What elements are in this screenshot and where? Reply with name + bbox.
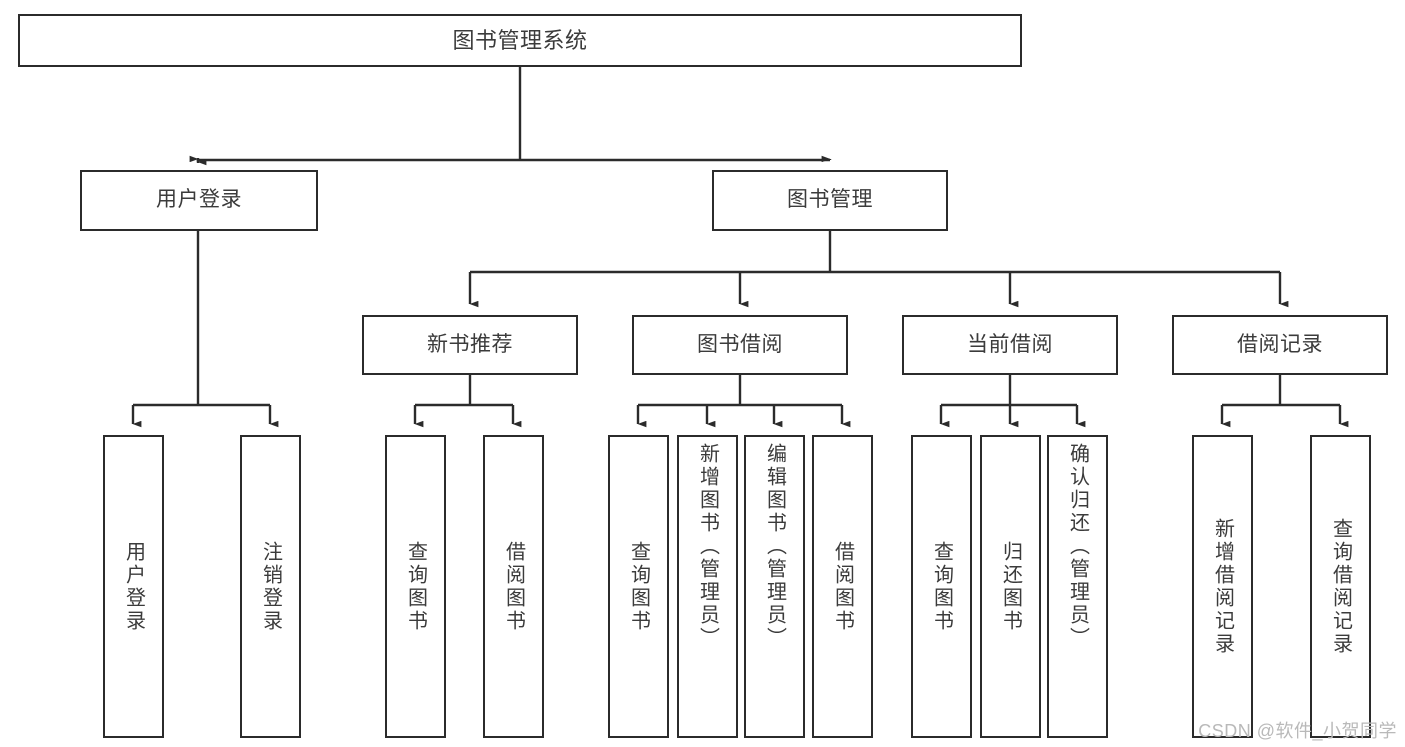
leaf-query-book-current[interactable]: 查询图书 (911, 435, 972, 738)
leaf-borrow-book-recommend[interactable]: 借阅图书 (483, 435, 544, 738)
node-current-borrow[interactable]: 当前借阅 (902, 315, 1118, 375)
leaf-return-book[interactable]: 归还图书 (980, 435, 1041, 738)
leaf-borrow-book[interactable]: 借阅图书 (812, 435, 873, 738)
leaf-query-book-borrow[interactable]: 查询图书 (608, 435, 669, 738)
node-label: 借阅图书 (502, 540, 525, 633)
node-borrow-record[interactable]: 借阅记录 (1172, 315, 1388, 375)
node-label: 用户登录 (156, 188, 242, 212)
leaf-user-login[interactable]: 用户登录 (103, 435, 164, 738)
node-label: 用户登录 (122, 540, 145, 633)
leaf-add-borrow-record[interactable]: 新增借阅记录 (1192, 435, 1253, 738)
node-label: 编辑图书（管理员） (763, 443, 786, 650)
node-label: 新书推荐 (427, 332, 513, 356)
leaf-confirm-return-admin[interactable]: 确认归还（管理员） (1047, 435, 1108, 738)
node-label: 查询图书 (930, 540, 953, 633)
leaf-query-borrow-record[interactable]: 查询借阅记录 (1310, 435, 1371, 738)
node-label: 查询图书 (627, 540, 650, 633)
node-label: 新增图书（管理员） (696, 443, 719, 650)
node-label: 借阅图书 (831, 540, 854, 633)
node-label: 图书管理 (787, 188, 873, 212)
node-label: 当前借阅 (967, 332, 1053, 356)
leaf-add-book-admin[interactable]: 新增图书（管理员） (677, 435, 738, 738)
node-label: 查询借阅记录 (1329, 517, 1352, 656)
leaf-query-book-recommend[interactable]: 查询图书 (385, 435, 446, 738)
node-book-borrow[interactable]: 图书借阅 (632, 315, 848, 375)
leaf-edit-book-admin[interactable]: 编辑图书（管理员） (744, 435, 805, 738)
node-label: 注销登录 (259, 540, 282, 633)
node-label: 确认归还（管理员） (1066, 443, 1089, 650)
node-label: 图书管理系统 (452, 27, 588, 53)
leaf-user-logout[interactable]: 注销登录 (240, 435, 301, 738)
node-book-management[interactable]: 图书管理 (712, 170, 948, 231)
node-label: 图书借阅 (697, 332, 783, 356)
csdn-watermark: CSDN @软件_小贺同学 (1198, 721, 1397, 741)
node-root-system[interactable]: 图书管理系统 (18, 14, 1022, 67)
node-user-login[interactable]: 用户登录 (80, 170, 318, 231)
node-label: 查询图书 (404, 540, 427, 633)
node-label: 归还图书 (999, 540, 1022, 633)
node-label: 借阅记录 (1237, 332, 1323, 356)
node-new-book-recommend[interactable]: 新书推荐 (362, 315, 578, 375)
node-label: 新增借阅记录 (1211, 517, 1234, 656)
